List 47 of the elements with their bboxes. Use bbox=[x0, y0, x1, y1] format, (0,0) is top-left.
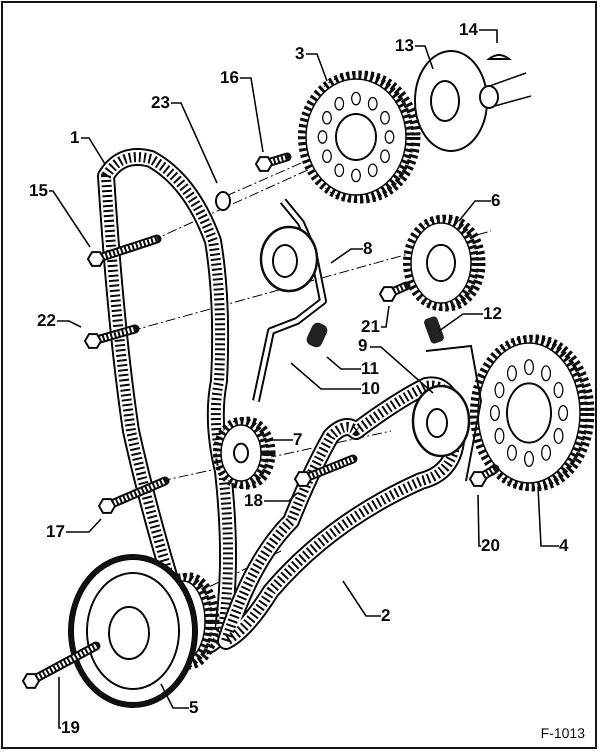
callout-number: 23 bbox=[151, 94, 170, 112]
leader-line bbox=[330, 248, 363, 264]
callout-number: 12 bbox=[483, 305, 502, 323]
leader-line bbox=[66, 518, 102, 533]
leader-line bbox=[290, 362, 361, 390]
callout-number: 15 bbox=[29, 182, 48, 200]
leader-line bbox=[240, 77, 264, 152]
leader-line bbox=[326, 356, 361, 370]
figure-number: F-1013 bbox=[540, 725, 585, 741]
callout-number: 6 bbox=[491, 192, 500, 210]
callout-number: 11 bbox=[361, 360, 379, 378]
leader-line bbox=[458, 200, 491, 222]
callout-number: 22 bbox=[37, 312, 56, 330]
callout-number: 16 bbox=[220, 69, 239, 87]
leader-line bbox=[267, 439, 293, 441]
leader-line bbox=[49, 190, 91, 248]
leader-line bbox=[342, 580, 381, 617]
callout-number: 2 bbox=[381, 607, 390, 625]
callout-number: 21 bbox=[361, 318, 380, 336]
callout-number: 20 bbox=[481, 537, 500, 555]
callout-number: 14 bbox=[459, 21, 478, 39]
leader-line bbox=[370, 346, 434, 394]
leader-line bbox=[81, 137, 106, 164]
callout-number: 8 bbox=[363, 240, 372, 258]
leader-line bbox=[58, 677, 61, 729]
leader-line bbox=[415, 45, 434, 70]
leader-line bbox=[306, 53, 328, 82]
callout-number: 7 bbox=[293, 431, 302, 449]
leader-line bbox=[381, 306, 390, 328]
leader-line bbox=[477, 494, 481, 547]
leader-line bbox=[171, 102, 218, 184]
callout-number: 3 bbox=[295, 45, 304, 63]
callout-number: 18 bbox=[244, 492, 263, 510]
leader-line bbox=[537, 486, 559, 547]
callout-number: 19 bbox=[61, 719, 80, 737]
leader-line bbox=[264, 492, 298, 502]
callout-number: 9 bbox=[358, 337, 368, 355]
leader-line bbox=[160, 684, 189, 709]
callout-number: 13 bbox=[395, 37, 414, 55]
leader-line bbox=[479, 29, 498, 43]
leader-line bbox=[438, 313, 483, 332]
callout-number: 10 bbox=[361, 380, 380, 398]
callout-number: 17 bbox=[46, 523, 65, 541]
leader-line bbox=[57, 320, 82, 328]
callout-number: 1 bbox=[70, 129, 80, 147]
callout-number: 4 bbox=[559, 537, 568, 555]
callout-number: 5 bbox=[189, 699, 198, 717]
